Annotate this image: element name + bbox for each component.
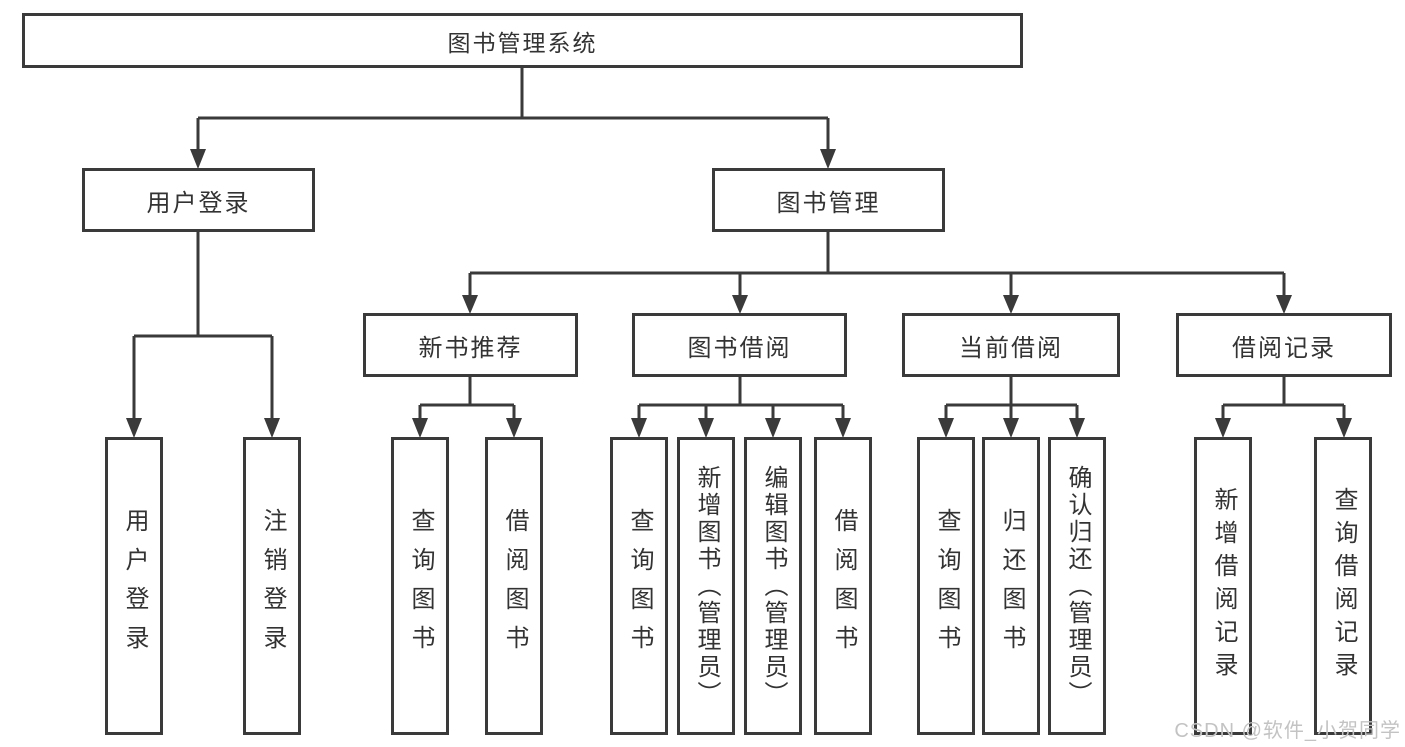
node-label: 查询借阅记录 [1330,487,1357,685]
leaf-return-book: 归还图书 [982,437,1040,735]
node-book-management: 图书管理 [712,168,945,232]
leaf-edit-book-admin: 编辑图书（管理员） [744,437,802,735]
node-label: 查询图书 [626,508,653,664]
node-label: 图书管理系统 [447,29,598,56]
node-label: 注销登录 [259,508,286,664]
leaf-add-book-admin: 新增图书（管理员） [677,437,735,735]
node-label: 借阅图书 [830,508,857,664]
leaf-query-books-current: 查询图书 [917,437,975,735]
leaf-query-books-recommend: 查询图书 [391,437,449,735]
node-label: 用户登录 [146,189,251,217]
node-label: 归还图书 [998,508,1025,664]
node-current-borrowing: 当前借阅 [902,313,1120,377]
leaf-query-borrow-record: 查询借阅记录 [1314,437,1372,735]
node-label: 当前借阅 [959,334,1063,362]
node-label: 编辑图书（管理员） [760,464,787,708]
node-label: 查询图书 [407,508,434,664]
node-root: 图书管理系统 [22,13,1023,68]
node-label: 确认归还（管理员） [1064,464,1091,708]
node-label: 新增借阅记录 [1210,487,1237,685]
leaf-add-borrow-record: 新增借阅记录 [1194,437,1252,735]
node-label: 用户登录 [121,508,148,664]
leaf-borrow-books-recommend: 借阅图书 [485,437,543,735]
leaf-borrow-books-borrowing: 借阅图书 [814,437,872,735]
node-label: 新增图书（管理员） [693,464,720,708]
leaf-logout: 注销登录 [243,437,301,735]
leaf-query-books-borrowing: 查询图书 [610,437,668,735]
leaf-confirm-return-admin: 确认归还（管理员） [1048,437,1106,735]
node-borrow-records: 借阅记录 [1176,313,1392,377]
node-user-login: 用户登录 [82,168,315,232]
node-label: 查询图书 [933,508,960,664]
node-label: 图书借阅 [687,334,792,362]
node-label: 借阅记录 [1232,334,1336,362]
node-book-borrowing: 图书借阅 [632,313,847,377]
node-label: 新书推荐 [418,334,523,362]
node-label: 图书管理 [776,189,881,217]
node-new-book-recommend: 新书推荐 [363,313,578,377]
leaf-user-login: 用户登录 [105,437,163,735]
csdn-watermark: CSDN @软件_小贺同学 [1174,720,1401,742]
node-label: 借阅图书 [501,508,528,664]
